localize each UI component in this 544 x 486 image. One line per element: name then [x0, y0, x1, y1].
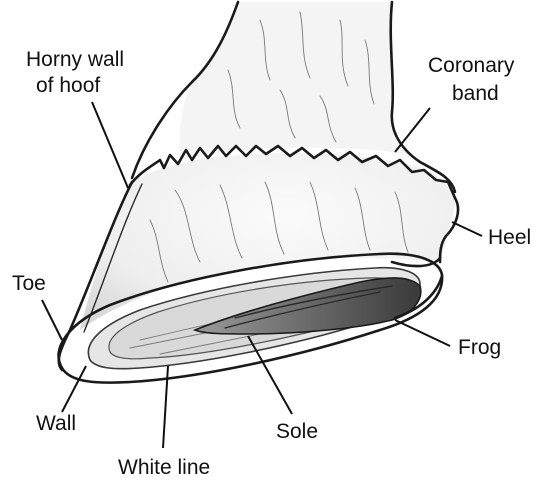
label-sole: Sole — [276, 420, 318, 443]
leader-horny-wall — [92, 102, 128, 188]
label-frog: Frog — [458, 336, 501, 359]
leader-frog — [395, 320, 450, 346]
label-wall: Wall — [36, 412, 76, 435]
label-coronary-band-line2: band — [452, 82, 499, 105]
label-coronary-band-line1: Coronary — [428, 54, 515, 77]
label-horny-wall-line2: of hoof — [36, 74, 100, 97]
label-heel: Heel — [488, 226, 531, 249]
label-toe: Toe — [12, 272, 46, 295]
leader-toe — [42, 300, 62, 340]
label-white-line: White line — [118, 456, 210, 479]
leader-heel — [452, 222, 482, 236]
label-horny-wall-line1: Horny wall — [26, 48, 124, 71]
leader-coronary-band — [395, 108, 430, 152]
